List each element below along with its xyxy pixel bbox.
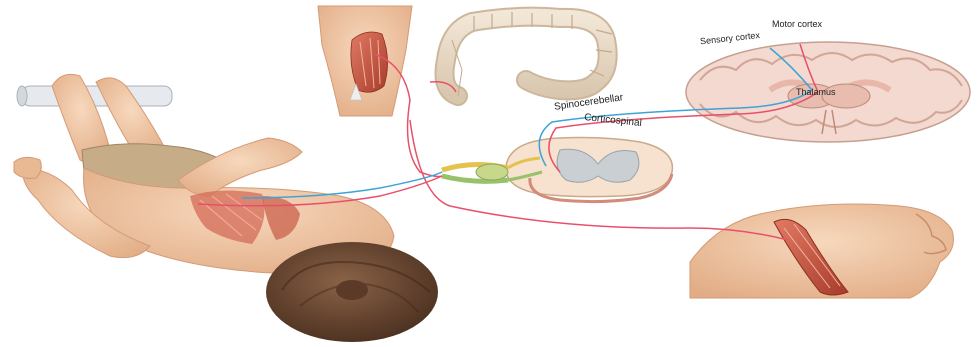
thigh-muscle-inset — [318, 6, 412, 116]
colon-illustration — [445, 12, 613, 96]
label-thalamus: Thalamus — [796, 88, 836, 97]
nerve-bundle — [442, 164, 508, 181]
neck-muscle-inset — [690, 204, 954, 298]
roller-prop — [17, 86, 172, 106]
head-hair — [266, 242, 438, 342]
spinal-cord-cross-section — [506, 138, 673, 202]
label-motor-cortex: Motor cortex — [772, 20, 824, 29]
